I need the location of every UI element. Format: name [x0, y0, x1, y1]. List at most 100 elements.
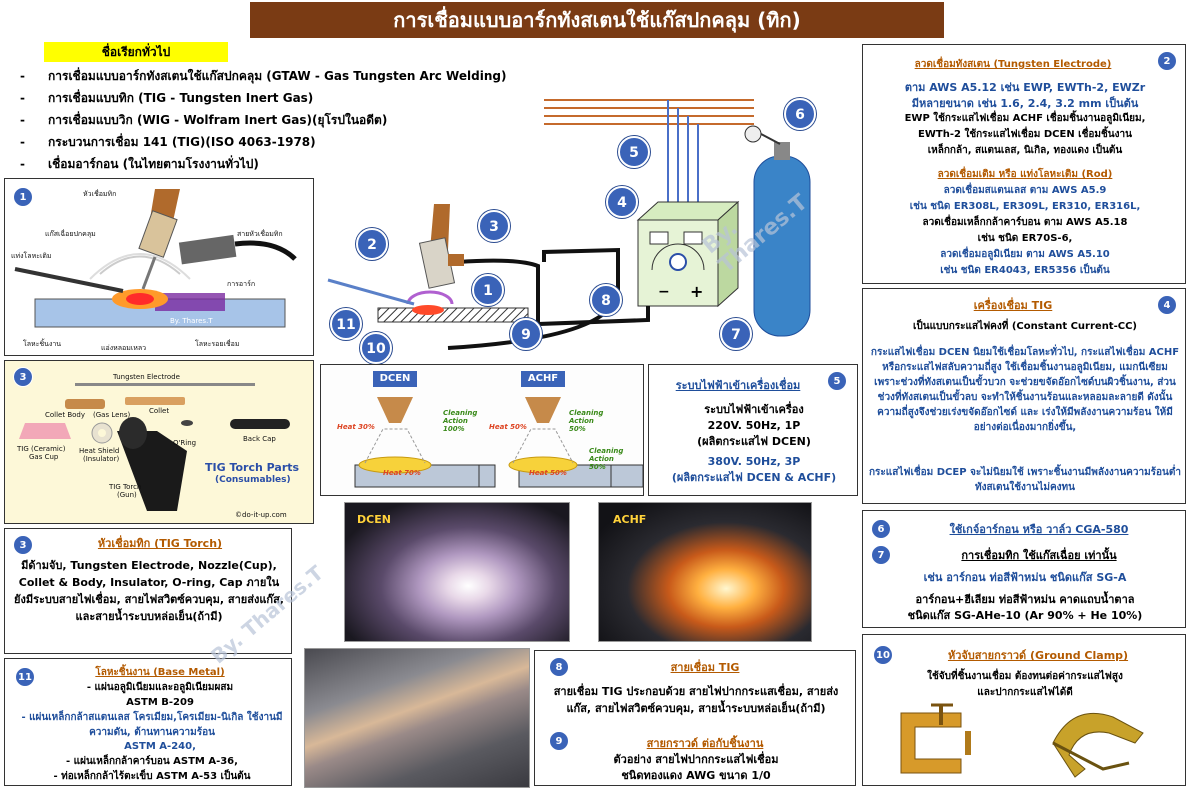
dcen-heat: Heat 30% — [337, 423, 375, 431]
torch-info-box: 3 หัวเชื่อมทิก (TIG Torch) มีด้ามจับ, Tu… — [4, 528, 292, 654]
badge-7: 7 — [871, 545, 891, 565]
gas-line-1: เช่น อาร์กอน ท่อสีฟ้าหม่น ชนิดแก๊ส SG-A — [923, 571, 1127, 584]
filler-line-3: ลวดเชื่อมเหล็กกล้าคาร์บอน ตาม AWS A5.18 — [922, 217, 1128, 228]
polarity-diagram: DCEN ACHF Heat 30% Cleaning Action 100% … — [320, 364, 644, 496]
badge-3: 3 — [13, 535, 33, 555]
base-line-2: ASTM B-209 — [126, 697, 194, 708]
base-line-5: - แผ่นเหล็กกล้าคาร์บอน ASTM A-36, — [66, 756, 238, 767]
badge-5: 5 — [827, 371, 847, 391]
achf-arc-photo: ACHF — [598, 502, 812, 642]
cable-box: 8 สายเชื่อม TIG สายเชื่อม TIG ประกอบด้วย… — [534, 650, 856, 786]
torch-parts-subtitle: (Consumables) — [215, 475, 291, 485]
torch-body: มีด้ามจับ, Tungsten Electrode, Nozzle(Cu… — [14, 559, 284, 623]
gas-type-heading: การเชื่อมทิก ใช้แก๊สเฉื่อย เท่านั้น — [961, 549, 1117, 562]
filler-line-5: ลวดเชื่อมอลูมิเนียม ตาม AWS A5.10 — [940, 249, 1110, 260]
electrode-line-3: EWP ใช้กระแสไฟเชื่อม ACHF เชื่อมชิ้นงานอ… — [904, 113, 1146, 124]
electrode-line-1: ตาม AWS A5.12 เช่น EWP, EWTh-2, EWZr — [904, 81, 1146, 94]
common-names-list: การเชื่อมแบบอาร์กทังสเตนใช้แก๊สปกคลุม (G… — [20, 66, 620, 176]
torch-parts-illustration — [19, 383, 290, 511]
badge-9: 9 — [549, 731, 569, 751]
gas-box: 6 ใช้เกจ์อาร์กอน หรือ วาล์ว CGA-580 7 กา… — [862, 510, 1186, 628]
list-item: การเชื่อมแบบวิก (WIG - Wolfram Inert Gas… — [20, 110, 620, 132]
badge-3: 3 — [13, 367, 33, 387]
power-line-2: 220V. 50Hz, 1P — [707, 419, 801, 432]
torch-parts-figure: 3 Tungsten Electrode Collet Body (Gas Le… — [4, 360, 314, 524]
dcen-photo-label: DCEN — [357, 513, 391, 526]
label-gas-cup: TIG (Ceramic) — [17, 445, 66, 453]
list-item-text: การเชื่อมแบบวิก (WIG - Wolfram Inert Gas… — [48, 113, 388, 127]
dcen-label: DCEN — [373, 371, 417, 387]
label-gas-lens: (Gas Lens) — [93, 411, 131, 419]
ground-cable-heading: สายกราวด์ ต่อกับชิ้นงาน — [646, 737, 764, 750]
weld-bead-photo — [304, 648, 530, 788]
filler-line-2: เช่น ชนิด ER308L, ER309L, ER310, ER316L, — [909, 201, 1141, 212]
badge-4: 4 — [1157, 295, 1177, 315]
base-line-4: ASTM A-240, — [124, 741, 196, 752]
clamp-line-2: และปากกระแสไฟได้ดี — [977, 687, 1073, 698]
ground-clamp-box: 10 หัวจับสายกราวด์ (Ground Clamp) ใช้จับ… — [862, 634, 1186, 786]
label-collet-body: Collet Body — [45, 411, 86, 419]
diagram-badge-3: 3 — [478, 210, 510, 242]
label-base-metal: โลหะชิ้นงาน — [23, 340, 62, 348]
filler-rod-heading: ลวดเชื่อมเติม หรือ แท่งโลหะเติม (Rod) — [937, 169, 1113, 180]
achf-cleaning-workpiece: Cleaning Action 50% — [589, 447, 624, 471]
label-weld-metal: โลหะรอยเชื่อม — [195, 340, 240, 348]
electrode-line-4: EWTh-2 ใช้กระแสไฟเชื่อม DCEN เชื่อมชิ้นง… — [918, 129, 1132, 140]
electrode-box: 2 ลวดเชื่อมทังสเตน (Tungsten Electrode) … — [862, 44, 1186, 284]
label-back-cap: Back Cap — [243, 435, 276, 443]
power-line-5: (ผลิตกระแสไฟ DCEN & ACHF) — [671, 471, 837, 484]
credit: ©do-it-up.com — [235, 511, 287, 519]
label-gas-cup-2: Gas Cup — [29, 453, 59, 461]
machine-body: กระแสไฟเชื่อม DCEN นิยมใช้เชื่อมโลหะทั่ว… — [870, 347, 1180, 433]
dcen-heat-workpiece: Heat 70% — [383, 469, 421, 477]
label-insulator: (Insulator) — [83, 455, 120, 463]
badge-6: 6 — [871, 519, 891, 539]
achf-heat-workpiece: Heat 50% — [529, 469, 567, 477]
diagram-badge-7: 7 — [720, 318, 752, 350]
cable-heading: สายเชื่อม TIG — [670, 661, 740, 674]
diagram-badge-1: 1 — [472, 274, 504, 306]
label-heat-shield: Heat Shield — [79, 447, 120, 455]
base-heading: โลหะชิ้นงาน (Base Metal) — [95, 667, 225, 678]
label-filler-rod: แท่งโลหะเติม — [11, 252, 52, 260]
base-line-6: - ท่อเหล็กกล้าไร้ตะเข็บ ASTM A-53 เป็นต้… — [53, 771, 251, 782]
achf-label: ACHF — [521, 371, 565, 387]
common-names-label: ชื่อเรียกทั่วไป — [44, 42, 228, 62]
label-tig-torch: TIG Torch — [109, 483, 142, 491]
diagram-badge-6: 6 — [784, 98, 816, 130]
gas-line-3: ชนิดแก๊ส SG-AHe-10 (Ar 90% + He 10%) — [907, 609, 1143, 622]
gas-regulator-heading: ใช้เกจ์อาร์กอน หรือ วาล์ว CGA-580 — [949, 523, 1129, 536]
diagram-badge-5: 5 — [618, 136, 650, 168]
label-weld-pool: แอ่งหลอมเหลว — [101, 344, 147, 352]
torch-heading: หัวเชื่อมทิก (TIG Torch) — [97, 537, 223, 550]
badge-2: 2 — [1157, 51, 1177, 71]
diagram-badge-4: 4 — [606, 186, 638, 218]
label-gun: (Gun) — [117, 491, 137, 499]
dcen-arc-photo: DCEN — [344, 502, 570, 642]
badge-8: 8 — [549, 657, 569, 677]
clamp-illustration-1 — [900, 703, 971, 774]
power-line-1: ระบบไฟฟ้าเข้าเครื่อง — [704, 403, 804, 416]
power-supply-box: 5 ระบบไฟฟ้าเข้าเครื่องเชื่อม ระบบไฟฟ้าเข… — [648, 364, 858, 496]
label-shielding-gas: แก๊สเฉื่อยปกคลุม — [45, 230, 96, 238]
label-collet: Collet — [149, 407, 170, 415]
weld-zone-figure: 1 หัวเชื่อมทิก แก๊สเฉื่อยปกคลุม แท่งโลหะ… — [4, 178, 314, 356]
label-tungsten: Tungsten Electrode — [113, 373, 180, 381]
badge-11: 11 — [15, 667, 35, 687]
label-arc: การอาร์ก — [227, 280, 256, 288]
achf-photo-label: ACHF — [613, 513, 647, 526]
badge-1: 1 — [13, 187, 33, 207]
machine-line-1: เป็นแบบกระแสไฟคงที่ (Constant Current-CC… — [912, 321, 1137, 332]
label-torch-cable: สายหัวเชื่อมทิก — [237, 230, 283, 238]
gas-line-2: อาร์กอน+ฮีเลียม ท่อสีฟ้าหม่น คาดแถบน้ำตา… — [915, 593, 1135, 606]
base-line-3: - แผ่นเหล็กกล้าสแตนเลส โครเมียม,โครเมียม… — [21, 712, 283, 738]
list-item: กระบวนการเชื่อม 141 (TIG)(ISO 4063-1978) — [20, 132, 620, 154]
base-metal-box: 11 โลหะชิ้นงาน (Base Metal) - แผ่นอลูมิเ… — [4, 658, 292, 786]
power-line-4: 380V. 50Hz, 3P — [707, 455, 801, 468]
diagram-badge-2: 2 — [356, 228, 388, 260]
badge-10: 10 — [873, 645, 893, 665]
system-illustration — [327, 99, 811, 350]
electrode-line-5: เหล็กกล้า, สแตนเลส, นิเกิล, ทองแดง เป็นต… — [927, 145, 1123, 156]
diagram-badge-11: 11 — [330, 308, 362, 340]
clamp-line-1: ใช้จับที่ชิ้นงานเชื่อม ต้องทนต่อค่ากระแส… — [927, 671, 1123, 682]
